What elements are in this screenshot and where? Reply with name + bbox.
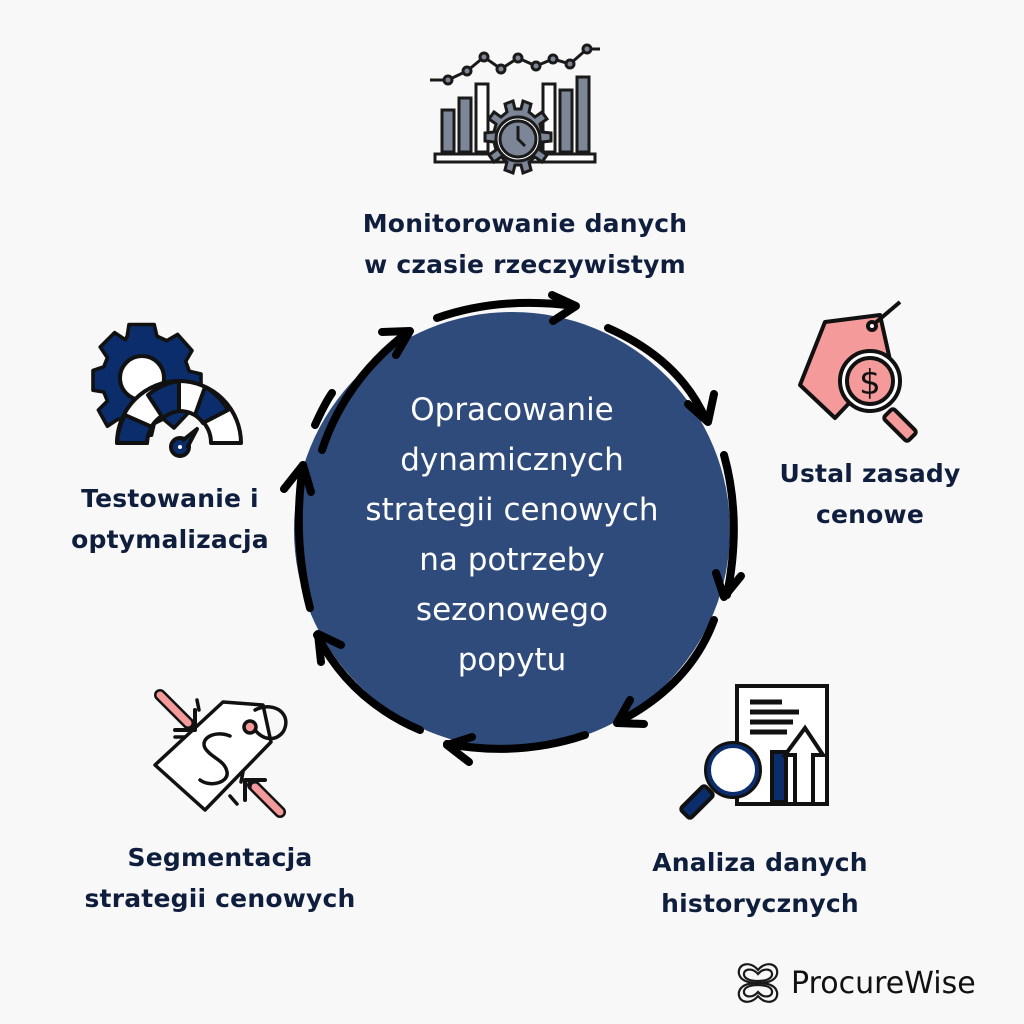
center-line-4: na potrzeby <box>419 542 605 578</box>
step-label-line: cenowe <box>816 500 924 529</box>
center-line-2: dynamicznych <box>400 442 624 478</box>
cycle-dash <box>311 389 336 429</box>
cycle-arrow-5 <box>614 616 718 726</box>
step-label-monitoring: Monitorowanie danych w czasie rzeczywist… <box>320 203 730 285</box>
arrow-head-4 <box>712 569 745 601</box>
arrow-head-3 <box>684 390 718 426</box>
step-label-line: Ustal zasady <box>779 459 961 488</box>
step-label-line: Segmentacja <box>127 843 313 872</box>
step-label-line: Monitorowanie danych <box>362 209 688 238</box>
cycle-arrow-6 <box>443 731 589 753</box>
step-label-line: historycznych <box>661 889 859 918</box>
arrow-head-6 <box>443 733 476 766</box>
svg-text:$: $ <box>859 363 881 403</box>
arrow-head-2 <box>378 327 414 359</box>
arrow-head-5 <box>613 696 648 728</box>
cycle-arrow-1 <box>433 298 579 322</box>
step-label-testing: Testowanie i optymalizacja <box>45 478 295 560</box>
center-circle <box>294 312 730 748</box>
center-line-5: sezonowego <box>415 592 609 628</box>
step-label-line: w czasie rzeczywistym <box>364 250 686 279</box>
arrow-head-1 <box>548 291 580 325</box>
cycle-arrow-3 <box>604 324 710 424</box>
center-title: Opracowanie dynamicznych strategii cenow… <box>312 385 712 685</box>
arrow-head-8 <box>280 461 315 496</box>
cycle-arrow-8 <box>294 461 314 612</box>
step-label-segmentation: Segmentacja strategii cenowych <box>55 837 385 919</box>
cycle-arrow-4 <box>720 451 738 599</box>
brand-logo: ProcureWise <box>735 960 976 1006</box>
center-line-6: popytu <box>457 642 567 678</box>
report-magnifier-icon <box>679 684 829 820</box>
center-line-3: strategii cenowych <box>365 492 659 528</box>
step-label-line: strategii cenowych <box>84 884 356 913</box>
chart-gear-clock-icon <box>430 43 600 175</box>
broken-price-tag-icon <box>153 689 288 818</box>
arrow-head-7 <box>314 630 345 666</box>
step-label-line: Testowanie i <box>81 484 259 513</box>
gear-gauge-icon <box>91 322 243 458</box>
step-label-pricing-rules: Ustal zasady cenowe <box>760 453 980 535</box>
step-label-line: optymalizacja <box>71 525 269 554</box>
price-tag-magnifier-icon: $ <box>798 300 918 443</box>
cycle-arrow-2 <box>318 328 412 454</box>
step-label-line: Analiza danych <box>652 848 868 877</box>
step-label-historical-analysis: Analiza danych historycznych <box>630 842 890 924</box>
center-line-1: Opracowanie <box>410 392 614 428</box>
interlaced-knot-logo-icon <box>737 963 779 1003</box>
cycle-arrow-7 <box>313 631 424 734</box>
brand-name: ProcureWise <box>791 965 976 1001</box>
